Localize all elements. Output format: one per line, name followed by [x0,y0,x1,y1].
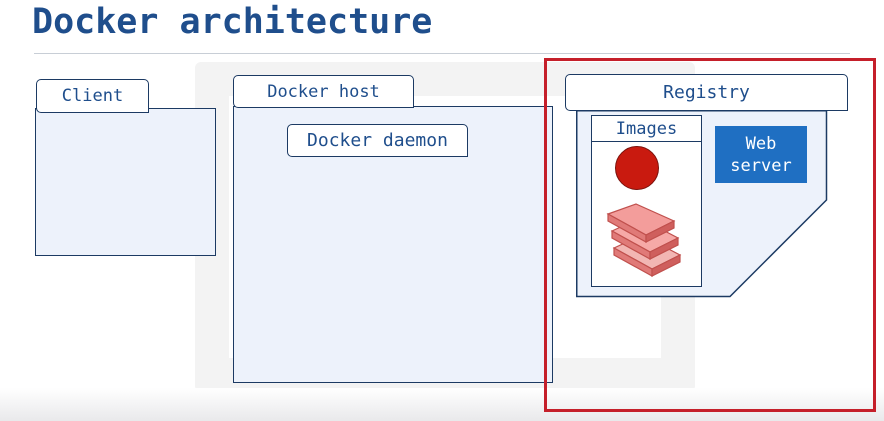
web-server-box: Web server [715,126,807,183]
images-label: Images [591,115,702,142]
bottom-fade [0,388,884,421]
registry-label: Registry [565,74,848,111]
client-panel [35,108,216,256]
registry-highlight-frame [544,58,876,412]
client-label: Client [36,79,149,113]
image-circle-icon [615,146,659,190]
docker-daemon-label: Docker daemon [287,124,468,157]
title-divider [34,53,850,54]
image-layers-icon [606,203,682,278]
slide-title: Docker architecture [32,2,433,42]
docker-host-label: Docker host [233,75,414,108]
